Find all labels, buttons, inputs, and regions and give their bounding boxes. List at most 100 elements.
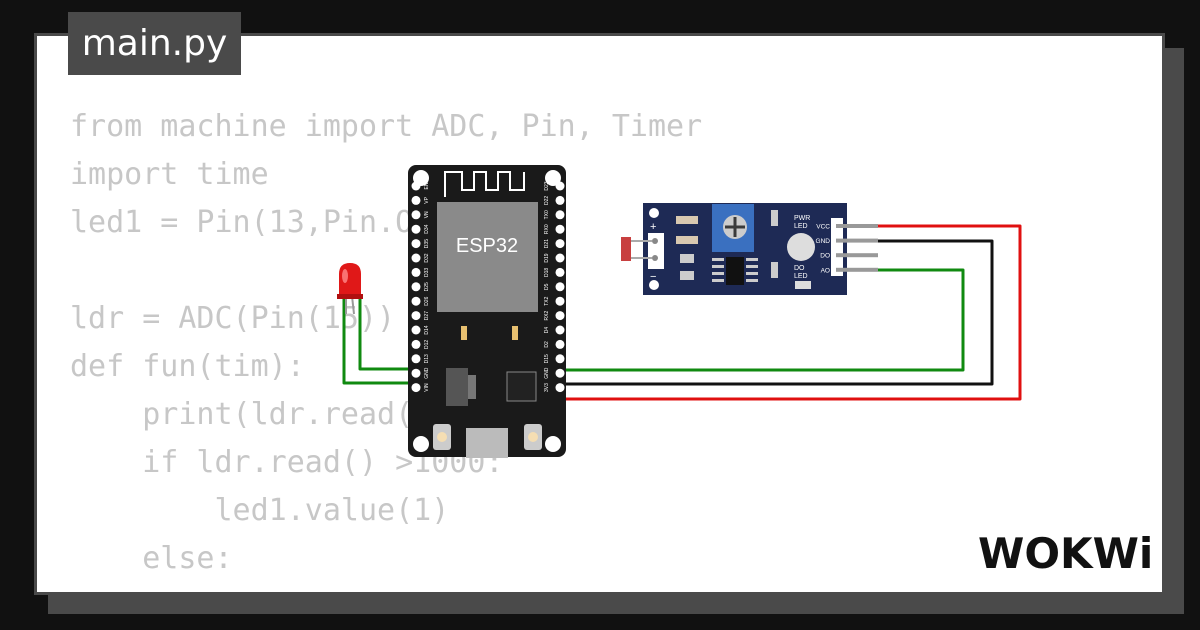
esp32-pin-hole[interactable] (411, 253, 421, 263)
esp32-pin-hole[interactable] (555, 267, 565, 277)
code-line: else: (70, 541, 233, 576)
esp32-pin-hole[interactable] (411, 181, 421, 191)
esp32-pin-label: EN (424, 182, 430, 189)
esp32-pin-hole[interactable] (411, 195, 421, 205)
esp32-pin-hole[interactable] (411, 311, 421, 321)
esp32-pin-label: VN (424, 211, 430, 218)
ldr-pin-label: VCC (816, 224, 830, 231)
wokwi-logo-text: WOKWi (978, 529, 1153, 578)
usb-chip (506, 371, 537, 402)
esp32-pin-label: TX0 (544, 210, 550, 219)
esp32-pin-hole[interactable] (411, 239, 421, 249)
esp32-pin-label: D12 (424, 340, 430, 349)
mount-hole (545, 436, 561, 452)
esp32-pin-hole[interactable] (555, 311, 565, 321)
esp32-pin-hole[interactable] (411, 210, 421, 220)
esp32-pin-hole[interactable] (555, 224, 565, 234)
comparator-chip (726, 257, 744, 285)
esp32-pin-label: D14 (424, 325, 430, 334)
code-line: from machine import ADC, Pin, Timer (70, 109, 703, 144)
esp32-pin-label: GND (544, 367, 550, 379)
file-tab-main-py[interactable]: main.py (68, 12, 241, 75)
esp32-label: ESP32 (456, 235, 518, 257)
esp32-pin-hole[interactable] (555, 339, 565, 349)
esp32-pin-label: D5 (544, 283, 550, 290)
esp32-pin-label: VP (424, 196, 430, 203)
esp32-board[interactable]: ESP32 ENVPVND34D35D32D33D25D26D27D14D12D… (408, 165, 566, 458)
esp32-pin-label: D21 (544, 239, 550, 248)
esp32-pin-hole[interactable] (411, 339, 421, 349)
esp32-pin-label: D13 (424, 354, 430, 363)
esp32-pin-label: 3V3 (544, 383, 550, 392)
esp32-pin-label: RX2 (544, 311, 550, 321)
esp32-pin-label: D26 (424, 296, 430, 305)
esp32-pin-label: TX2 (544, 296, 550, 305)
esp32-pin-label: RX0 (544, 224, 550, 234)
esp32-pin-hole[interactable] (555, 296, 565, 306)
esp32-pin-label: VIN (424, 383, 430, 392)
ldr-pin[interactable] (836, 224, 878, 228)
esp32-pin-label: D32 (424, 253, 430, 262)
ldr-pin-label: GND (816, 238, 831, 245)
esp32-pin-label: D15 (544, 354, 550, 363)
esp32-pin-hole[interactable] (555, 181, 565, 191)
ldr-pin-label: DO (820, 253, 830, 260)
esp32-pin-hole[interactable] (411, 325, 421, 335)
code-line: import time (70, 157, 269, 192)
code-line: led1.value(1) (70, 493, 450, 528)
esp32-pin-hole[interactable] (555, 195, 565, 205)
plus-label: + (650, 221, 656, 233)
esp32-pin-label: D18 (544, 268, 550, 277)
wire-red-3v3-vcc[interactable] (560, 224, 1022, 401)
esp32-pin-hole[interactable] (555, 239, 565, 249)
esp32-pin-hole[interactable] (555, 282, 565, 292)
esp32-pin-hole[interactable] (555, 383, 565, 393)
ldr-pin[interactable] (836, 238, 878, 243)
esp32-pin-label: D4 (544, 327, 550, 334)
esp32-pin-label: D34 (424, 224, 430, 233)
esp32-pin-hole[interactable] (411, 224, 421, 234)
wire-black-gnd-gnd[interactable] (560, 239, 994, 386)
esp32-pin-label: D25 (424, 282, 430, 291)
esp32-left-pins: ENVPVND34D35D32D33D25D26D27D14D12D13GNDV… (411, 181, 430, 393)
esp32-pin-hole[interactable] (411, 296, 421, 306)
esp32-pin-hole[interactable] (555, 253, 565, 263)
voltage-regulator (446, 368, 468, 406)
red-led[interactable] (337, 263, 363, 315)
ldr-module-pins: VCC GND DO AO (816, 224, 878, 274)
esp32-pin-hole[interactable] (411, 368, 421, 378)
esp32-pin-label: D35 (424, 239, 430, 248)
esp32-pin-hole[interactable] (411, 267, 421, 277)
esp32-module-shield (437, 202, 538, 312)
code-line: def fun(tim): (70, 349, 305, 384)
pwr-led (787, 233, 815, 261)
ldr-pin[interactable] (836, 253, 878, 258)
wire-green-d15-ao[interactable] (560, 268, 965, 372)
esp32-pin-hole[interactable] (555, 325, 565, 335)
minus-label: − (650, 271, 656, 283)
usb-port[interactable] (466, 428, 508, 458)
esp32-pin-hole[interactable] (411, 383, 421, 393)
esp32-pin-hole[interactable] (555, 368, 565, 378)
esp32-pin-hole[interactable] (411, 282, 421, 292)
ldr-pin[interactable] (836, 267, 878, 272)
esp32-pin-hole[interactable] (555, 210, 565, 220)
photoresistor (621, 237, 631, 261)
ldr-pin-label: AO (821, 267, 830, 274)
esp32-pin-hole[interactable] (411, 354, 421, 364)
esp32-pin-label: D2 (544, 341, 550, 348)
esp32-right-pins: D23D22TX0RX0D21D19D18D5TX2RX2D4D2D15GND3… (544, 181, 565, 393)
do-led (795, 281, 811, 289)
esp32-pin-label: D19 (544, 253, 550, 262)
code-line: print(ldr.read()) (70, 397, 450, 432)
esp32-pin-label: D22 (544, 196, 550, 205)
antenna-trace (444, 171, 525, 197)
wokwi-logo: WOKWi (978, 529, 1153, 578)
esp32-pin-label: D33 (424, 268, 430, 277)
esp32-pin-hole[interactable] (555, 354, 565, 364)
wire-green-d13-led[interactable] (352, 294, 416, 371)
